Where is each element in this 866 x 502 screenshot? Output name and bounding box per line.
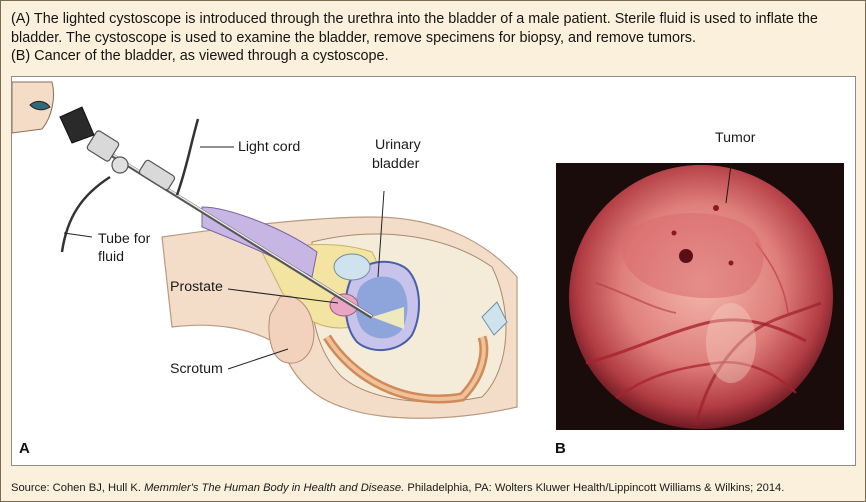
- source-suffix: Philadelphia, PA: Wolters Kluwer Health/…: [404, 482, 785, 494]
- label-tumor: Tumor: [715, 130, 756, 146]
- label-tube-for-fluid-line2: fluid: [98, 249, 125, 265]
- blood-vessel: [694, 301, 822, 426]
- observer-eye: [29, 100, 51, 111]
- leader-scrotum: [227, 348, 289, 370]
- label-prostate: Prostate: [170, 279, 223, 295]
- leader-tube: [63, 232, 93, 238]
- prostate: [329, 293, 359, 317]
- bladder-fluid: [355, 276, 408, 339]
- blood-vessel: [595, 282, 677, 314]
- penis: [201, 206, 318, 278]
- cystoscope-body: [86, 130, 120, 162]
- pubic-bone: [333, 253, 371, 281]
- figure-caption: (A) The lighted cystoscope is introduced…: [11, 10, 856, 66]
- cystoscopy-illustration: [12, 81, 518, 419]
- source-prefix: Source: Cohen BJ, Hull K.: [11, 482, 145, 494]
- label-tube-for-fluid-line1: Tube for: [98, 231, 151, 247]
- light-reflection: [706, 303, 756, 383]
- cystoscope-valve: [138, 159, 176, 191]
- label-light-cord: Light cord: [238, 139, 301, 155]
- panel-letter-a: A: [19, 440, 30, 457]
- cystoscopic-view-image: [569, 163, 833, 429]
- eyepiece: [59, 106, 95, 144]
- blood-vessel: [615, 361, 797, 400]
- source-citation: Source: Cohen BJ, Hull K. Memmler's The …: [11, 482, 856, 494]
- cystoscopic-view-photo: [556, 163, 844, 430]
- label-urinary-bladder-line1: Urinary: [375, 137, 421, 153]
- leader-prostate: [227, 288, 339, 304]
- tumor-center: [679, 249, 693, 263]
- label-urinary-bladder-line2: bladder: [372, 156, 420, 172]
- leader-tumor: [725, 163, 732, 204]
- blood-vessel: [585, 318, 807, 365]
- light-beam: [372, 307, 404, 329]
- sacrum: [481, 301, 508, 336]
- label-scrotum: Scrotum: [170, 361, 223, 377]
- scrotum: [268, 295, 315, 364]
- tumor-spot: [671, 230, 677, 236]
- leader-bladder: [377, 190, 385, 278]
- caption-part-b: (B) Cancer of the bladder, as viewed thr…: [11, 48, 389, 64]
- tumor-spot: [713, 205, 719, 211]
- panel-letter-b: B: [555, 440, 566, 457]
- light-cord: [175, 118, 200, 196]
- figure-panel: Light cord Urinary bladder Tube for flui…: [11, 76, 856, 466]
- caption-part-a: (A) The lighted cystoscope is introduced…: [11, 11, 818, 46]
- tumor-spot: [728, 260, 734, 266]
- source-title: Memmler's The Human Body in Health and D…: [144, 482, 405, 494]
- cystoscope-knob: [111, 156, 129, 174]
- rectum-inner: [325, 335, 486, 401]
- fluid-tube: [60, 175, 111, 253]
